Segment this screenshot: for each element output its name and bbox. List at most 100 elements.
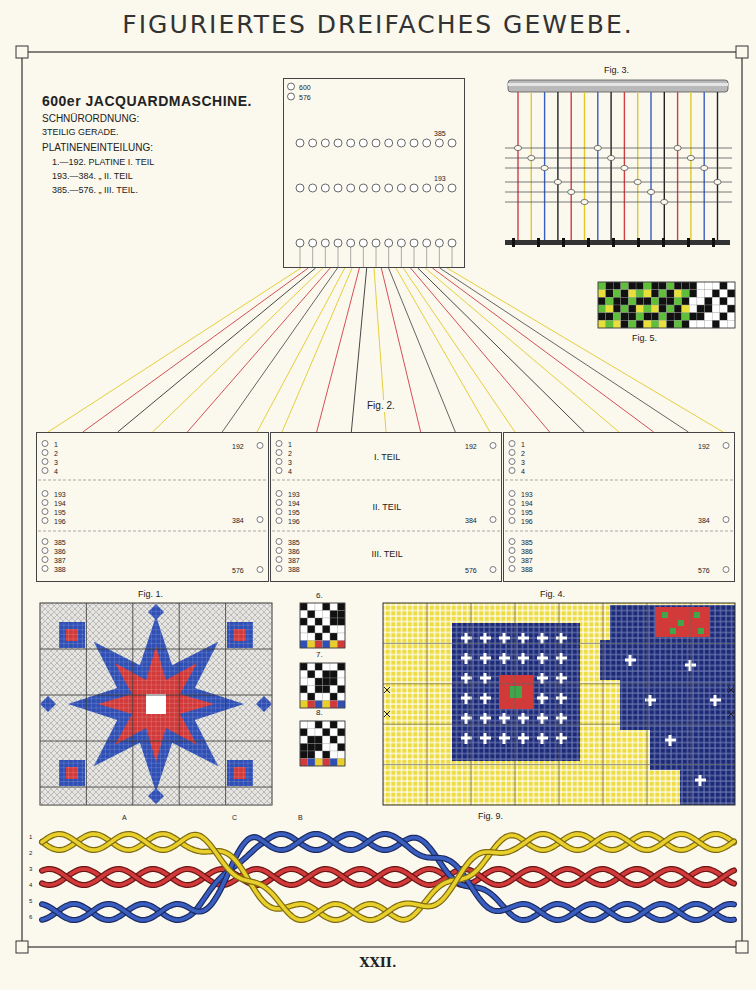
weave-cell xyxy=(323,633,331,641)
warp-thread xyxy=(664,92,665,240)
weave-cell xyxy=(667,320,675,328)
weave-cell xyxy=(606,305,614,313)
platine-number: 1 xyxy=(288,441,292,448)
cord-line xyxy=(83,268,308,432)
platine-number: 195 xyxy=(521,509,533,516)
weave-cell xyxy=(338,721,346,729)
hole xyxy=(276,548,282,554)
weave-cell xyxy=(682,320,690,328)
weave-cell xyxy=(613,320,621,328)
weave-cell xyxy=(308,611,316,619)
weave-cell xyxy=(621,290,629,298)
section-name: II. TEIL xyxy=(373,503,402,512)
cross-mark xyxy=(384,687,390,693)
hole xyxy=(288,93,295,100)
white-figure xyxy=(560,673,563,684)
weave-cell xyxy=(300,701,308,709)
navy-region xyxy=(600,605,735,805)
hole xyxy=(359,139,367,147)
cord-line xyxy=(118,268,316,432)
callout-number: 3 xyxy=(29,866,32,872)
figure-label: Fig. 4. xyxy=(540,590,565,599)
weave-cell xyxy=(682,290,690,298)
hole xyxy=(347,184,355,192)
weave-cell xyxy=(308,693,316,701)
weave-cell xyxy=(308,736,316,744)
weave-cell xyxy=(720,320,728,328)
weave-cell xyxy=(300,663,308,671)
weave-cell xyxy=(338,759,346,767)
figure-border xyxy=(300,721,345,766)
hole xyxy=(509,450,515,456)
warp-thread xyxy=(690,92,691,240)
warp-thread xyxy=(677,92,678,240)
grid-line xyxy=(225,603,226,805)
braid-outline xyxy=(42,869,734,885)
weave-cell xyxy=(689,297,697,305)
weave-cell xyxy=(323,671,331,679)
weave-cell xyxy=(598,297,606,305)
hole xyxy=(42,468,48,474)
weave-cell xyxy=(300,729,308,737)
weave-cell xyxy=(315,663,323,671)
weave-cell xyxy=(330,641,338,649)
platine-number: 388 xyxy=(288,566,300,573)
hole xyxy=(42,509,48,515)
weave-cell xyxy=(338,611,346,619)
weave-cell xyxy=(644,290,652,298)
warp-thread xyxy=(717,92,718,240)
weave-cell xyxy=(308,633,316,641)
weave-cell xyxy=(323,663,331,671)
weave-cell xyxy=(323,641,331,649)
hole xyxy=(309,239,317,247)
weave-cell xyxy=(338,693,346,701)
weave-cell xyxy=(628,290,636,298)
hole xyxy=(385,184,393,192)
white-figure xyxy=(522,633,525,644)
hole xyxy=(397,139,405,147)
weave-cell xyxy=(628,297,636,305)
weave-cell xyxy=(651,297,659,305)
cord-line xyxy=(222,268,337,432)
weave-cell xyxy=(300,626,308,634)
note-text: PLATINENEINTEILUNG: xyxy=(42,143,153,153)
hole xyxy=(276,459,282,465)
heddle-shaft xyxy=(505,168,732,169)
weave-cell xyxy=(315,633,323,641)
grid-line xyxy=(179,603,180,805)
weave-cell xyxy=(689,305,697,313)
cross-mark xyxy=(384,711,390,717)
weave-cell xyxy=(727,297,735,305)
weave-cell xyxy=(712,313,720,321)
hole xyxy=(723,517,729,523)
green-cell xyxy=(698,628,704,634)
hole xyxy=(42,566,48,572)
weave-cell xyxy=(689,290,697,298)
weave-cell xyxy=(606,297,614,305)
hole xyxy=(321,239,329,247)
callout-number: 2 xyxy=(29,850,32,856)
hole xyxy=(42,450,48,456)
hole xyxy=(490,567,496,573)
tick xyxy=(537,238,540,247)
braid-outline xyxy=(42,834,734,920)
platine-number: 194 xyxy=(54,500,66,507)
weave-cell xyxy=(338,729,346,737)
hole xyxy=(42,548,48,554)
platine-number: 194 xyxy=(521,500,533,507)
weave-cell xyxy=(330,611,338,619)
figure-label: Fig. 2. xyxy=(364,400,398,412)
weave-cell xyxy=(300,759,308,767)
cord-line xyxy=(432,268,653,432)
weave-cell xyxy=(720,313,728,321)
weave-cell xyxy=(308,701,316,709)
hole xyxy=(276,539,282,545)
hole xyxy=(296,239,304,247)
heddle-eye xyxy=(554,179,561,184)
platine-number: 192 xyxy=(465,443,477,450)
cord-line xyxy=(153,268,323,432)
weave-cell xyxy=(628,320,636,328)
hole xyxy=(334,239,342,247)
hole xyxy=(276,500,282,506)
weave-cell xyxy=(674,305,682,313)
